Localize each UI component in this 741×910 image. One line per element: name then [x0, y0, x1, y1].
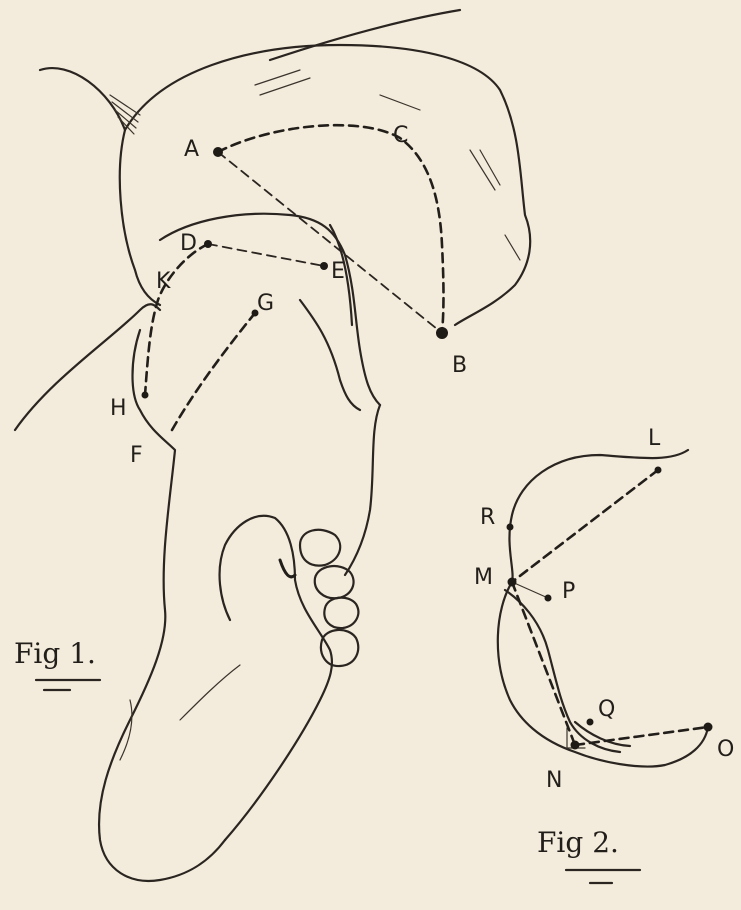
label-N: N: [546, 768, 562, 793]
point-N-dot: [571, 741, 580, 750]
line-D-E: [208, 244, 324, 266]
point-Q-dot: [587, 719, 594, 726]
curve-D-K-H: [145, 244, 208, 395]
inner-curve: [505, 590, 620, 752]
toe-3: [324, 598, 358, 628]
body-left-contour: [15, 304, 160, 430]
label-B: B: [452, 353, 467, 378]
label-Q: Q: [598, 697, 615, 722]
shin-right: [345, 405, 380, 575]
point-D-dot: [204, 240, 212, 248]
figure-2: L M N O P Q R Fig 2.: [474, 426, 734, 883]
line-F-G: [172, 313, 255, 430]
label-D: D: [180, 231, 197, 256]
point-P-dot: [545, 595, 552, 602]
label-H: H: [110, 396, 127, 421]
line-L-M: [512, 470, 658, 582]
toe-1: [300, 530, 340, 566]
line-M-N: [512, 582, 575, 745]
point-M-dot: [508, 578, 517, 587]
figure-1-caption: Fig 1.: [14, 637, 96, 670]
foot-crease: [180, 665, 240, 720]
label-F: F: [130, 443, 143, 468]
arc-A-C-B: [218, 125, 444, 333]
label-P: P: [562, 579, 575, 604]
point-H-dot: [142, 392, 149, 399]
figure-1: A B C D E F G H K Fig 1.: [14, 10, 530, 881]
label-L: L: [648, 426, 661, 451]
label-K: K: [156, 269, 171, 294]
label-O: O: [717, 737, 734, 762]
label-E: E: [331, 259, 345, 284]
hook-curve: [575, 722, 630, 746]
figure-2-caption: Fig 2.: [537, 826, 619, 859]
point-L-dot: [655, 467, 662, 474]
skin-fold-top: [120, 130, 160, 305]
toe-shadow: [280, 560, 295, 577]
toe-2: [315, 566, 354, 598]
point-O-dot: [704, 723, 713, 732]
label-R: R: [480, 505, 495, 530]
line-A-B: [218, 152, 442, 333]
point-E-dot: [320, 262, 328, 270]
point-R-dot: [507, 524, 514, 531]
label-M: M: [474, 565, 493, 590]
point-A-dot: [213, 147, 223, 157]
label-A: A: [184, 137, 199, 162]
label-C: C: [393, 123, 408, 148]
toe-4: [321, 630, 358, 666]
label-G: G: [257, 291, 274, 316]
point-B-dot: [436, 327, 448, 339]
